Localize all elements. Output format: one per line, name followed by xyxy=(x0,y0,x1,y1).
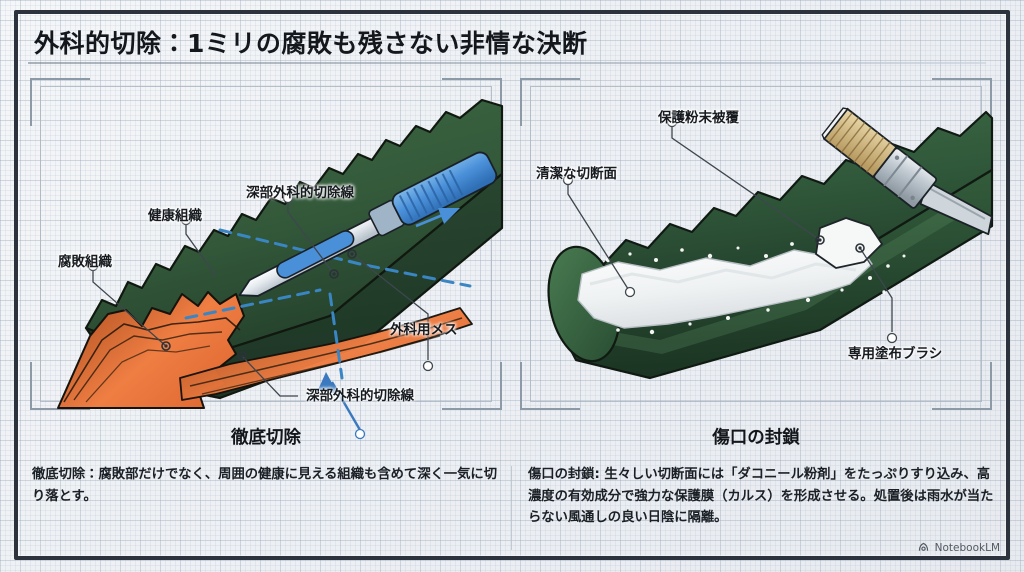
bracket-bottom-right xyxy=(932,362,992,410)
bracket-top-right xyxy=(932,78,992,126)
body-text-left: 徹底切除：腐敗部だけでなく、周囲の健康に見える組織も含めて深く一気に切り落とす。 xyxy=(32,467,497,504)
caption-right: 傷口の封鎖 xyxy=(712,428,800,448)
panel-left-excision: 腐敗組織 健康組織 深部外科的切除線 外科用メス 深部外科的切除線 xyxy=(30,78,504,440)
bracket-top-left xyxy=(30,78,90,126)
surgical-scalpel-graphic xyxy=(238,151,498,297)
left-illustration xyxy=(57,98,504,440)
caption-left: 徹底切除 xyxy=(231,428,301,448)
leaf-body-right xyxy=(547,110,994,380)
notebooklm-icon xyxy=(917,541,930,554)
leader-lines xyxy=(562,116,898,344)
body-text-right: 傷口の封鎖: 生々しい切断面には「ダコニール粉剤」をたっぷりすり込み、高濃度の有… xyxy=(528,467,994,526)
label-dedicated-applicator-brush: 専用塗布ブラシ xyxy=(848,346,943,362)
text-column-divider xyxy=(511,466,512,550)
label-surgical-scalpel: 外科用メス xyxy=(390,322,458,338)
label-protective-powder-coat: 保護粉末被覆 xyxy=(658,110,739,126)
watermark: NotebookLM xyxy=(917,541,1000,554)
bracket-top-right xyxy=(442,78,502,126)
panel-inner-border xyxy=(530,86,982,402)
label-rotten-tissue: 腐敗組織 xyxy=(58,254,112,270)
title-divider xyxy=(28,62,986,64)
leader-lines xyxy=(87,192,434,440)
panel-right-sealing: 保護粉末被覆 清潔な切断面 専用塗布ブラシ xyxy=(520,78,994,410)
protective-powder-layer xyxy=(577,240,914,335)
bracket-bottom-left xyxy=(520,362,580,410)
scalpel-motion-arrow xyxy=(415,208,460,228)
cut-direction-arrow xyxy=(318,372,362,431)
bracket-top-left xyxy=(520,78,580,126)
label-clean-cut-surface: 清潔な切断面 xyxy=(536,166,617,182)
right-illustration xyxy=(547,107,994,380)
applicator-brush-graphic xyxy=(821,107,993,236)
watermark-label: NotebookLM xyxy=(934,541,1000,554)
panel-inner-border xyxy=(40,86,492,402)
leaf-upper-green xyxy=(84,98,504,366)
label-deep-cut-line-bottom: 深部外科的切除線 xyxy=(306,388,414,404)
label-healthy-tissue: 健康組織 xyxy=(148,208,202,224)
deep-cut-line xyxy=(184,228,472,380)
bracket-bottom-right xyxy=(442,362,502,410)
page-title: 外科的切除：1ミリの腐敗も残さない非情な決断 xyxy=(34,29,588,58)
label-deep-cut-line-top: 深部外科的切除線 xyxy=(246,185,354,201)
